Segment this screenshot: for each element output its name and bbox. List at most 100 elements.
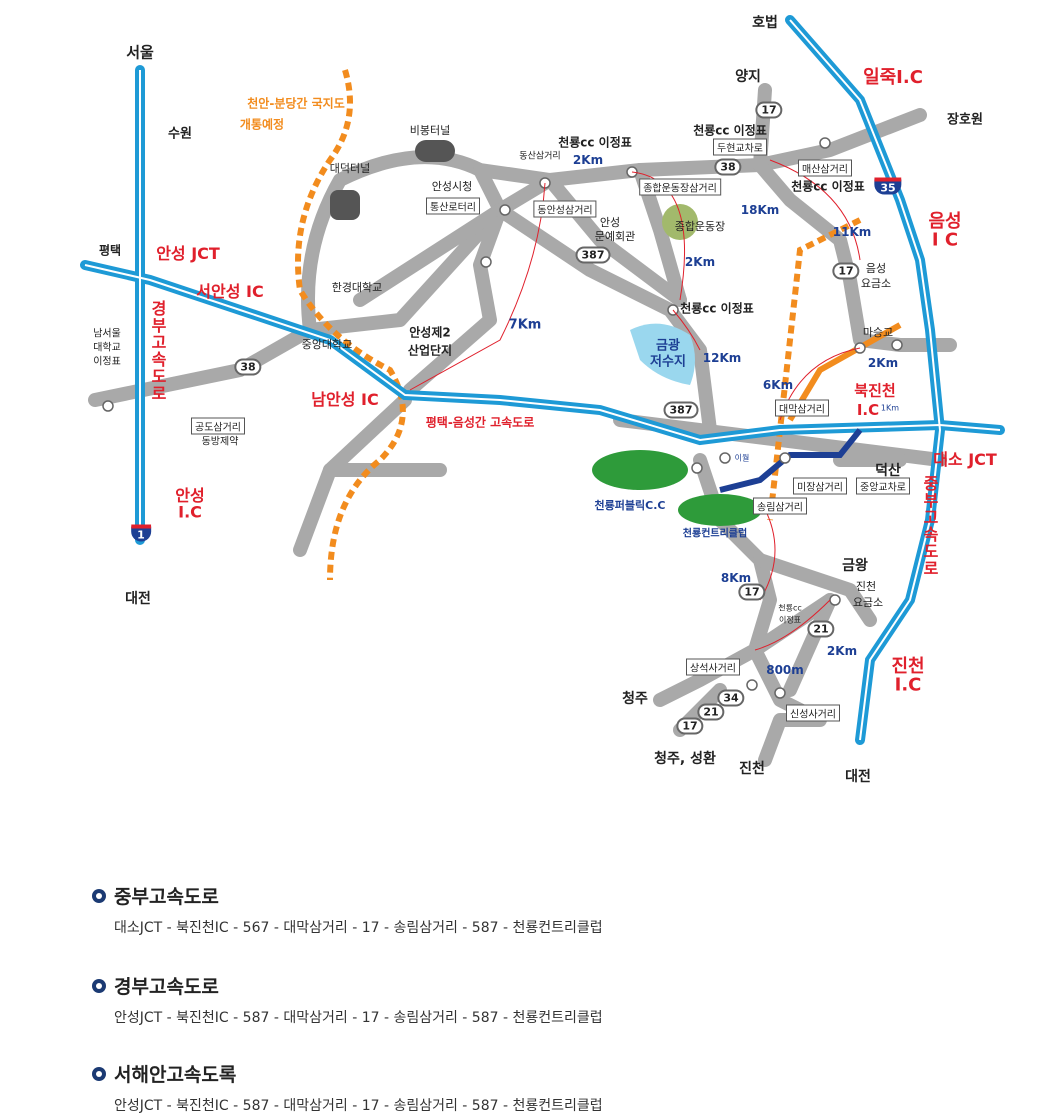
map-label: 호법 bbox=[752, 15, 778, 31]
route-number-badge: 34 bbox=[717, 689, 745, 707]
route-number-badge: 387 bbox=[575, 246, 611, 264]
route-number-badge: 17 bbox=[676, 717, 704, 735]
map-label: 천룡컨트리클럽 bbox=[682, 528, 748, 540]
map-label: 금광 bbox=[656, 338, 680, 354]
direction-title: 경부고속도로 bbox=[114, 976, 219, 998]
map-label: 평택 bbox=[98, 243, 122, 258]
map-label: 안성 bbox=[599, 216, 621, 229]
map-label: 일죽I.C bbox=[863, 67, 923, 88]
bullet-icon bbox=[92, 978, 106, 993]
planned-road bbox=[295, 69, 862, 581]
boxed-label: 대막삼거리 bbox=[775, 399, 829, 417]
map-label: 마승교 bbox=[862, 326, 894, 339]
map-label: 종합운동장 bbox=[674, 220, 726, 233]
map-label: 평택-음성간 고속도로 bbox=[425, 415, 535, 430]
route-number-badge: 387 bbox=[663, 401, 699, 419]
route-number-badge: 38 bbox=[714, 158, 742, 176]
map-label: 양지 bbox=[735, 69, 761, 85]
map-label: I.C bbox=[178, 502, 202, 522]
map-label: 천안-분당간 국지도 bbox=[247, 96, 345, 111]
map-label: 음성 bbox=[928, 211, 962, 232]
bullet-icon bbox=[92, 1066, 106, 1081]
map-label: 안성 JCT bbox=[156, 244, 220, 263]
boxed-label: 중앙교차로 bbox=[856, 477, 910, 495]
route-number-badge: 38 bbox=[234, 358, 262, 376]
map-label: 청주 bbox=[622, 691, 648, 707]
junction-nodes bbox=[102, 137, 903, 699]
golf-field-cc bbox=[678, 494, 762, 526]
map-label: 800m bbox=[766, 663, 804, 677]
expressway-shield-icon: 35 bbox=[874, 177, 902, 195]
map-label: 동방제약 bbox=[201, 436, 239, 448]
map-label: 문예회관 bbox=[594, 230, 636, 243]
route-number-badge: 17 bbox=[832, 262, 860, 280]
direction-route: 안성JCT - 북진천IC - 587 - 대막삼거리 - 17 - 송림삼거리… bbox=[114, 1098, 603, 1114]
map-label: 2Km bbox=[684, 255, 716, 269]
map-label: 금왕 bbox=[842, 558, 868, 574]
map-label: I.C bbox=[856, 401, 880, 419]
map-label: 개통예정 bbox=[239, 117, 285, 132]
expressway-shield-icon: 1 bbox=[131, 524, 151, 542]
route-number-badge: 17 bbox=[738, 583, 766, 601]
map-label: 대학교 bbox=[93, 342, 121, 354]
map-label: 음성 bbox=[865, 262, 887, 275]
map-label: 천룡cc 이정표 bbox=[791, 179, 865, 194]
map-label: 수원 bbox=[168, 126, 192, 142]
sports-ground-field bbox=[662, 204, 698, 240]
boxed-label: 종합운동장삼거리 bbox=[639, 178, 721, 196]
direction-route: 대소JCT - 북진천IC - 567 - 대막삼거리 - 17 - 송림삼거리… bbox=[114, 920, 603, 936]
map-label: 비봉터널 bbox=[409, 124, 451, 137]
map-label: 이월 bbox=[734, 453, 750, 463]
route-number-badge: 21 bbox=[807, 620, 835, 638]
map-label: 요금소 bbox=[860, 277, 892, 290]
map-label: 2Km bbox=[826, 644, 858, 658]
map-label: 남서울 bbox=[93, 328, 121, 340]
golf-field-public bbox=[592, 450, 688, 490]
gyeongbu-label: 경부고속도로 bbox=[151, 299, 167, 403]
direction-seohaean: 서해안고속도록 안성JCT - 북진천IC - 587 - 대막삼거리 - 17… bbox=[92, 1060, 603, 1115]
direction-title: 서해안고속도록 bbox=[114, 1064, 237, 1086]
map-label: 2Km bbox=[572, 153, 604, 167]
map-label: 저수지 bbox=[650, 354, 686, 370]
location-map bbox=[80, 15, 1005, 767]
boxed-label: 상석사거리 bbox=[686, 658, 740, 676]
map-label: 대전 bbox=[125, 591, 151, 607]
map-label: 안성제2 bbox=[409, 325, 451, 340]
map-label: 이정표 bbox=[778, 615, 802, 625]
map-label: 천룡cc 이정표 bbox=[558, 135, 632, 150]
map-label: 1Km bbox=[880, 403, 900, 413]
map-label: 덕산 bbox=[875, 463, 901, 479]
direction-title: 중부고속도로 bbox=[114, 886, 219, 908]
map-label: 천룡cc 이정표 bbox=[693, 123, 767, 138]
map-label: 천룡cc bbox=[778, 603, 802, 613]
boxed-label: 통산로터리 bbox=[426, 197, 480, 215]
route-number-badge: 21 bbox=[697, 703, 725, 721]
boxed-label: 미장삼거리 bbox=[793, 477, 847, 495]
map-label: 진천 bbox=[891, 656, 925, 677]
map-label: 청주, 성환 bbox=[654, 751, 716, 767]
expressway-center-lines bbox=[84, 19, 1001, 741]
map-label: 장호원 bbox=[947, 112, 983, 128]
map-label: 18Km bbox=[740, 203, 780, 217]
map-label: 이정표 bbox=[93, 356, 121, 368]
daedeok-tunnel-icon bbox=[330, 190, 360, 220]
boxed-label: 송림삼거리 bbox=[753, 497, 807, 515]
jungbu-label: 중부고속도로 bbox=[923, 474, 939, 578]
map-label: 남안성 IC bbox=[311, 390, 379, 409]
route-number-badge: 17 bbox=[755, 101, 783, 119]
bullet-icon bbox=[92, 888, 106, 903]
map-label: 2Km bbox=[867, 356, 899, 370]
map-label: 대소 JCT bbox=[933, 450, 997, 469]
boxed-label: 공도삼거리 bbox=[191, 417, 245, 435]
map-label: 11Km bbox=[832, 225, 872, 239]
map-label: 8Km bbox=[720, 571, 752, 585]
boxed-label: 두현교차로 bbox=[713, 138, 767, 156]
map-label: I C bbox=[931, 229, 959, 251]
bibong-tunnel-icon bbox=[415, 140, 455, 162]
map-label: 안성시청 bbox=[431, 180, 473, 193]
map-label: 대전 bbox=[845, 769, 871, 785]
boxed-label: 동안성삼거리 bbox=[533, 200, 597, 218]
boxed-label: 매산삼거리 bbox=[798, 159, 852, 177]
map-label: 안성 bbox=[175, 486, 205, 505]
map-label: 한경대학교 bbox=[331, 281, 383, 294]
